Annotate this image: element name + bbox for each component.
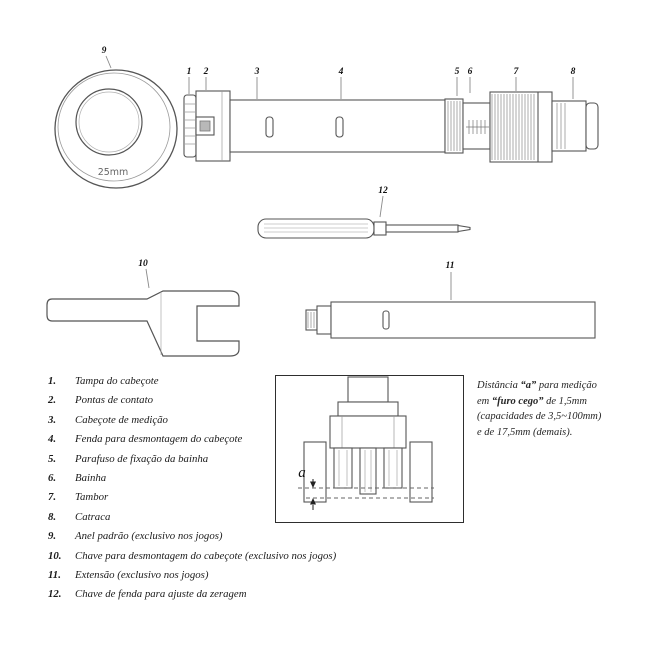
- callout-3: 3: [254, 67, 260, 77]
- dimension-a-label: a: [298, 465, 306, 481]
- list-item: 5. Parafuso de fixação da bainha: [48, 450, 336, 469]
- disassembly-slot-1: [265, 116, 274, 138]
- list-item: 4. Fenda para desmontagem do cabeçote: [48, 430, 336, 449]
- detail-head: [329, 415, 407, 449]
- graduated-sleeve: [462, 102, 491, 150]
- note-text: Distância “a” para medição em “furo cego…: [477, 378, 649, 440]
- extension-drawing: [305, 301, 596, 339]
- detail-bore-wall-right: [409, 441, 433, 503]
- list-item-number: 4.: [48, 433, 57, 446]
- list-item-number: 6.: [48, 472, 57, 485]
- note-seg: Distância: [477, 380, 521, 391]
- note-seg-bold-a: “a”: [520, 380, 537, 391]
- micrometer-drawing: [183, 90, 599, 163]
- callout-10: 10: [138, 259, 148, 269]
- screwdriver-drawing: [257, 218, 471, 239]
- leader-lines: [105, 55, 574, 300]
- note-seg: em: [477, 395, 492, 407]
- list-item-number: 8.: [48, 510, 57, 523]
- callout-7: 7: [514, 67, 520, 77]
- list-item-label: Tampa do cabeçote: [75, 375, 159, 387]
- detail-prong-right: [383, 447, 403, 489]
- note-seg: de 1,5mm: [543, 395, 587, 407]
- blind-hole-detail-drawing: a: [298, 376, 434, 510]
- note-line-4: e de 17,5mm (demais).: [477, 426, 573, 438]
- list-item-label: Anel padrão (exclusivo nos jogos): [75, 530, 223, 543]
- callout-9: 9: [102, 46, 107, 56]
- note-seg: para medição: [536, 380, 597, 391]
- list-item-number: 9.: [48, 530, 57, 543]
- instrument-diagram: 1 2 3 4 5 6 7 8 9 10 11 12 25mm: [46, 46, 599, 357]
- list-item: 6. Bainha: [48, 469, 336, 488]
- list-item-number: 3.: [48, 413, 57, 426]
- callout-1: 1: [187, 67, 192, 77]
- list-item-number: 1.: [48, 375, 57, 387]
- list-item-label: Pontas de contato: [75, 394, 153, 407]
- list-item-label: Tambor: [75, 491, 109, 504]
- detail-collar: [337, 401, 399, 417]
- list-item-label: Cabeçote de medição: [75, 413, 168, 426]
- list-item: 12. Chave de fenda para ajuste da zeragem: [48, 585, 336, 604]
- list-item-number: 11.: [48, 569, 61, 582]
- parts-list: 1.Tampa do cabeçote 2.Pontas de contato …: [48, 372, 336, 605]
- callout-12: 12: [378, 186, 388, 196]
- extension-body: [330, 301, 596, 339]
- note-seg-bold-furo-cego: “furo cego”: [491, 395, 544, 407]
- list-item-label: Extensão (exclusivo nos jogos): [75, 569, 209, 582]
- list-item: 9. Anel padrão (exclusivo nos jogos): [48, 527, 336, 546]
- callout-11: 11: [446, 261, 455, 271]
- extension-connector: [316, 305, 332, 335]
- list-item: 3. Cabeçote de medição: [48, 411, 336, 430]
- list-item-label: Parafuso de fixação da bainha: [75, 452, 209, 465]
- list-item-number: 7.: [48, 491, 57, 504]
- list-item: 8. Catraca: [48, 508, 336, 527]
- detail-bore-wall-left: [303, 441, 327, 503]
- callout-4: 4: [338, 67, 344, 77]
- list-item: 2. Pontas de contato: [48, 391, 336, 410]
- list-item-label: Catraca: [75, 510, 111, 523]
- callout-5: 5: [455, 67, 460, 77]
- list-item-number: 12.: [48, 588, 62, 601]
- list-item-number: 5.: [48, 452, 57, 465]
- screwdriver-shaft: [385, 224, 459, 233]
- list-item: 1. Tampa do cabeçote: [48, 372, 336, 391]
- ring-size-label: 25mm: [98, 167, 129, 178]
- list-item-label: Chave de fenda para ajuste da zeragem: [75, 588, 247, 601]
- wrench-drawing: [46, 290, 240, 357]
- setting-ring-drawing: 25mm: [54, 69, 178, 189]
- list-item-label: Chave para desmontagem do cabeçote (excl…: [75, 549, 337, 562]
- detail-prong-center: [359, 447, 377, 495]
- detail-prong-left: [333, 447, 353, 489]
- list-item: 11. Extensão (exclusivo nos jogos): [48, 566, 336, 585]
- screwdriver-ferrule: [373, 221, 387, 236]
- screwdriver-handle: [257, 218, 375, 239]
- note-line-3: (capacidades de 3,5~100mm): [477, 411, 602, 423]
- ratchet-stop: [551, 100, 587, 152]
- list-item-number: 10.: [48, 549, 62, 562]
- disassembly-slot-2: [335, 116, 344, 138]
- blind-hole-detail-box: a: [275, 375, 464, 523]
- extension-slot: [382, 310, 390, 330]
- list-item-label: Bainha: [75, 472, 107, 485]
- list-item: 7. Tambor: [48, 488, 336, 507]
- callout-8: 8: [571, 67, 576, 77]
- note-line-2: em “furo cego” de 1,5mm: [477, 394, 649, 410]
- thimble: [489, 91, 553, 163]
- dimension-a-arrows: [310, 479, 316, 510]
- screwdriver-tip: [457, 224, 471, 233]
- list-item-number: 2.: [48, 394, 57, 407]
- note-line-1: Distância “a” para medição: [477, 378, 649, 394]
- wrench-body: [46, 290, 240, 357]
- callout-2: 2: [203, 67, 209, 77]
- callout-6: 6: [468, 67, 473, 77]
- detail-stem: [347, 376, 389, 403]
- list-item: 10. Chave para desmontagem do cabeçote (e…: [48, 547, 336, 566]
- list-item-label: Fenda para desmontagem do cabeçote: [75, 433, 243, 446]
- ratchet-cap: [585, 102, 599, 150]
